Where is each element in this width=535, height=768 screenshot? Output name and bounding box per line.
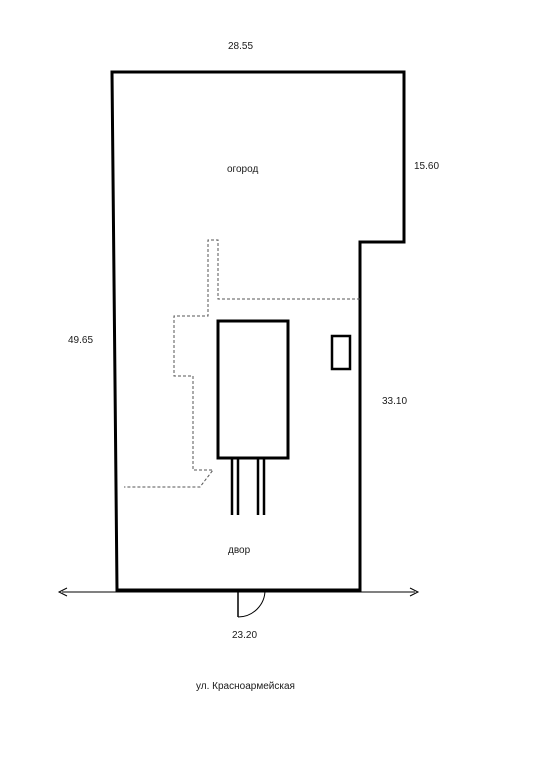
arrow-left-icon <box>57 587 68 597</box>
zone-label-garden: огород <box>227 164 259 175</box>
dashed-boundary <box>124 239 360 488</box>
gate-swing-icon <box>237 589 266 618</box>
arrow-right-icon <box>409 587 420 597</box>
zone-label-yard: двор <box>228 545 251 556</box>
dimension-right-upper: 15.60 <box>414 161 440 172</box>
dimension-right-lower: 33.10 <box>382 396 408 407</box>
house <box>216 319 290 460</box>
dimension-top: 28.55 <box>228 41 254 52</box>
plot-boundary <box>110 70 406 592</box>
street-name: ул. Красноармейская <box>196 681 295 692</box>
outbuilding <box>330 334 352 371</box>
dimension-bottom: 23.20 <box>232 630 258 641</box>
dimension-left: 49.65 <box>68 335 94 346</box>
